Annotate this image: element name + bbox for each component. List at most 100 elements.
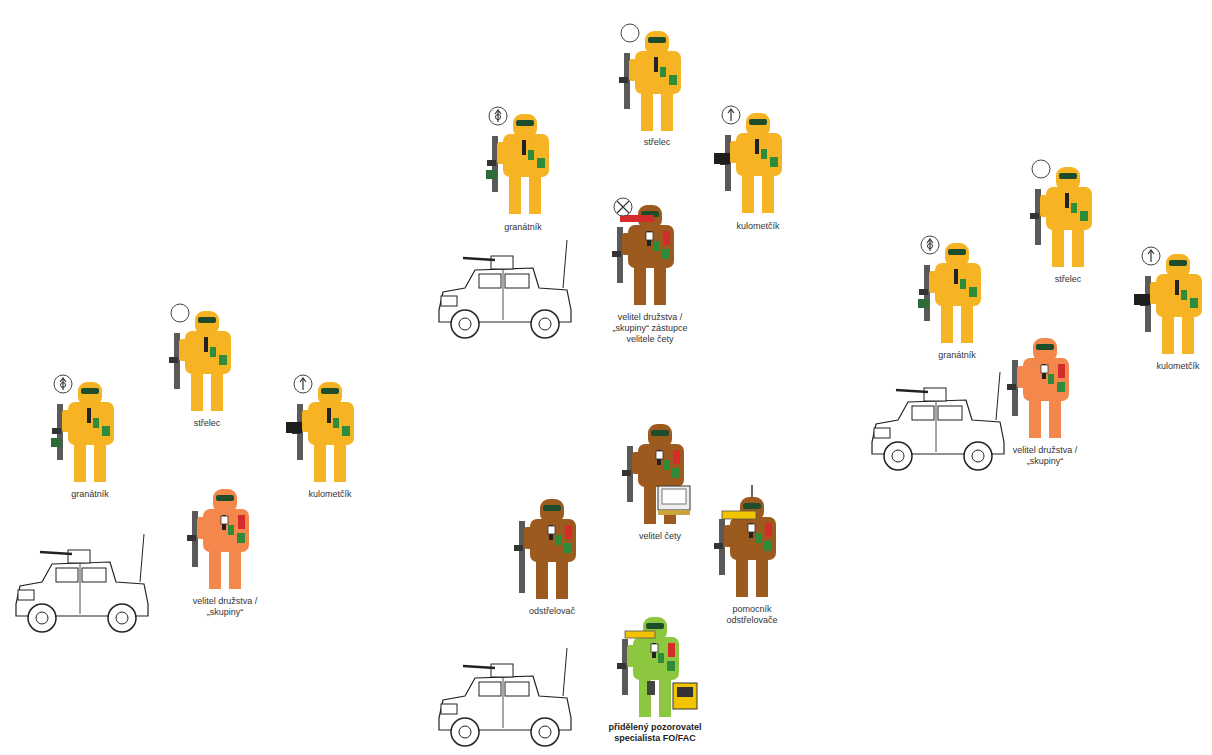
vehicle-antenna [996, 372, 1000, 420]
vehicle-grille [874, 428, 890, 438]
vehicle-drawing [872, 372, 1004, 470]
vehicle-wheel [108, 604, 136, 632]
weapon-grip [487, 160, 496, 166]
vehicle-door [80, 564, 81, 614]
torso [68, 402, 114, 445]
helmet [746, 113, 770, 137]
pouch [333, 418, 339, 428]
vehicle-antenna [563, 648, 567, 696]
symbol-arrow [62, 378, 63, 390]
leg [742, 173, 754, 213]
leg [211, 371, 223, 411]
leg [314, 442, 326, 482]
leg [654, 265, 666, 305]
role-symbol [621, 24, 639, 42]
leg [1182, 314, 1194, 354]
goggles [749, 119, 767, 125]
soldier-figure [1007, 338, 1069, 438]
leg [1072, 227, 1084, 267]
weapon-grip [514, 545, 523, 551]
torso [935, 263, 981, 306]
role-label: přidělený pozorovatel specialista FO/FAC [599, 722, 711, 744]
machine-gun-body [714, 153, 730, 164]
pouch [210, 347, 216, 357]
vehicle-gun [463, 666, 495, 668]
symbol-circle [54, 375, 72, 393]
laser-designator [625, 631, 655, 638]
pouch [555, 535, 561, 545]
torso [308, 402, 354, 445]
pouch [969, 287, 977, 297]
goggles [651, 430, 669, 436]
vehicle-window [505, 682, 529, 696]
spotting-scope [722, 511, 756, 519]
vehicle-antenna [563, 240, 567, 288]
role-label: velitel družstva / „skupiny“ [191, 596, 259, 618]
pouch [662, 249, 670, 259]
vehicle-wheel [884, 442, 912, 470]
role-label: odstřelovač [502, 606, 602, 617]
vehicle-wheel [964, 442, 992, 470]
radio [1175, 280, 1179, 295]
radio [522, 140, 526, 155]
role-symbol [171, 304, 189, 322]
torso [633, 637, 679, 680]
torso [736, 133, 782, 176]
pouch [102, 426, 110, 436]
torso [730, 517, 776, 560]
torso [638, 444, 684, 487]
soldier-figure [286, 375, 354, 482]
command-radio [673, 450, 680, 464]
role-symbol [489, 107, 507, 125]
grenade-launcher [486, 170, 497, 179]
vehicle-wheel [451, 310, 479, 338]
leg [1162, 314, 1174, 354]
weapon-grip [1030, 213, 1039, 219]
soldier-figure [714, 485, 776, 597]
vehicle-drawing [439, 648, 571, 746]
role-label: střelec [607, 137, 707, 148]
pouch [770, 157, 778, 167]
equipment-case [673, 683, 697, 709]
vehicle-drawing [16, 534, 148, 632]
symbol-arrow [1150, 250, 1151, 262]
helmet [1033, 338, 1057, 362]
soldier-figure [617, 617, 697, 717]
helmet [540, 499, 564, 523]
vehicle-gun [896, 390, 928, 392]
goggles [543, 505, 561, 511]
role-label: střelec [157, 418, 257, 429]
symbol-arrowhead [1148, 250, 1154, 254]
symbol-arrow [497, 110, 498, 122]
goggles [216, 495, 234, 501]
role-symbol [614, 198, 632, 216]
pouch [1181, 290, 1187, 300]
role-symbol [294, 375, 312, 393]
antenna [751, 485, 753, 497]
pouch [528, 150, 534, 160]
goggles [1036, 344, 1054, 350]
vehicle-wheel [451, 718, 479, 746]
leg [74, 442, 86, 482]
helmet [1056, 167, 1080, 191]
pouch [764, 541, 772, 551]
weapon-grip [1007, 384, 1016, 390]
goggles [646, 623, 664, 629]
goggles [516, 120, 534, 126]
vehicle-turret [68, 550, 90, 563]
goggles [1059, 173, 1077, 179]
vehicle-grille [18, 590, 34, 600]
helmet [945, 243, 969, 267]
soldier-figure [622, 424, 690, 524]
role-label: velitel družstva / „skupiny“ [1011, 445, 1079, 467]
leg [529, 174, 541, 214]
helmet [318, 382, 342, 406]
vehicle-door [936, 402, 937, 452]
pouch [93, 418, 99, 428]
command-radio [565, 525, 572, 539]
leg [94, 442, 106, 482]
pouch [219, 355, 227, 365]
command-radio [663, 231, 670, 245]
